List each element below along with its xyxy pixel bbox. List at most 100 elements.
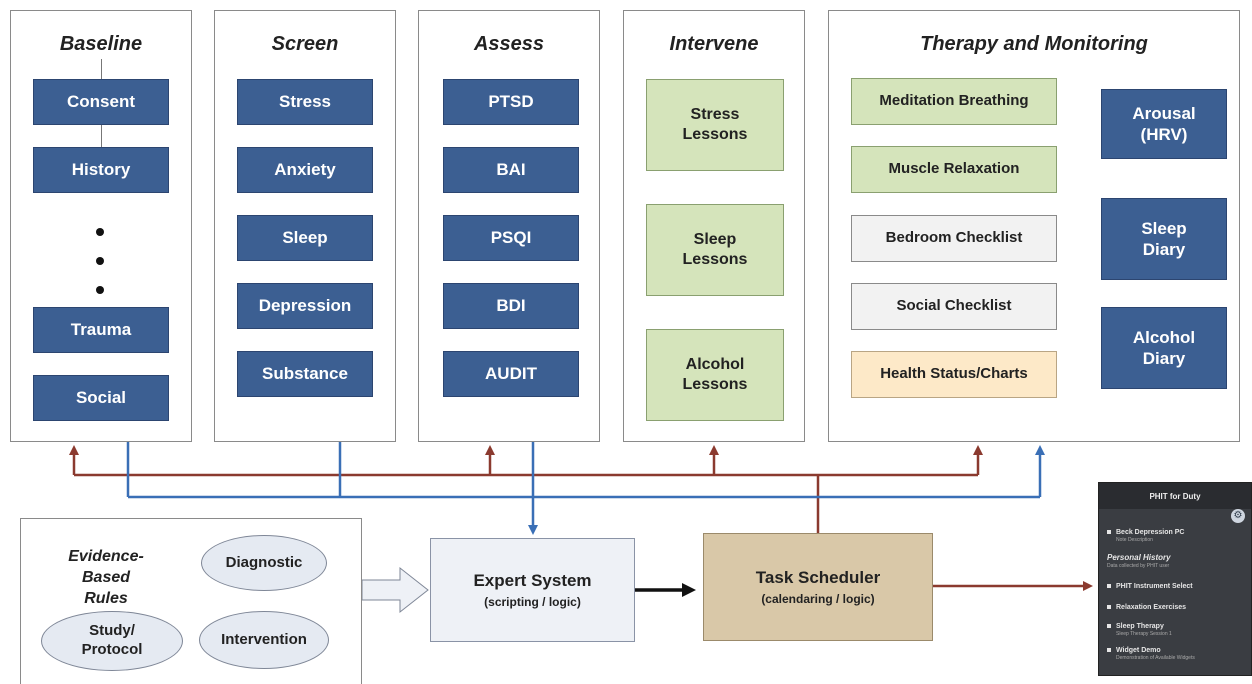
baseline-item-label: History bbox=[71, 160, 131, 180]
expert-system-title: Expert System bbox=[473, 571, 592, 590]
phone-item-sub: Sleep Therapy Session 1 bbox=[1116, 631, 1172, 637]
phone-header: PHIT for Duty bbox=[1099, 483, 1251, 509]
bullet-icon bbox=[1107, 530, 1111, 535]
therapy-item-alcohol-diary[interactable]: Alcohol Diary bbox=[1101, 307, 1227, 389]
task-scheduler-box[interactable]: Task Scheduler (calendaring / logic) bbox=[703, 533, 933, 641]
baseline-item-social[interactable]: Social bbox=[33, 375, 169, 421]
ellipse-study-protocol[interactable]: Study/ Protocol bbox=[41, 611, 183, 671]
baseline-item-history[interactable]: History bbox=[33, 147, 169, 193]
ellipse-label: Intervention bbox=[221, 630, 307, 648]
baseline-item-consent[interactable]: Consent bbox=[33, 79, 169, 125]
phone-item-sub: Data collected by PHIT user bbox=[1107, 563, 1170, 569]
phone-item-main: Personal History bbox=[1107, 553, 1171, 562]
baseline-item-label: Trauma bbox=[70, 320, 132, 340]
therapy-item-label: Sleep Diary bbox=[1141, 218, 1187, 259]
gear-icon[interactable]: ⚙ bbox=[1231, 509, 1245, 523]
assess-item-audit[interactable]: AUDIT bbox=[443, 351, 579, 397]
ellipse-diagnostic[interactable]: Diagnostic bbox=[201, 535, 327, 591]
intervene-item-alcohol-lessons[interactable]: Alcohol Lessons bbox=[646, 329, 784, 421]
baseline-item-trauma[interactable]: Trauma bbox=[33, 307, 169, 353]
therapy-item-label: Social Checklist bbox=[896, 297, 1012, 315]
screen-item-stress[interactable]: Stress bbox=[237, 79, 373, 125]
intervene-panel: Intervene Stress Lessons Sleep Lessons A… bbox=[623, 10, 805, 442]
phone-list-item[interactable]: PHIT Instrument Select bbox=[1107, 583, 1245, 590]
therapy-item-label: Bedroom Checklist bbox=[885, 229, 1023, 247]
therapy-item-label: Meditation Breathing bbox=[879, 92, 1029, 110]
screen-item-depression[interactable]: Depression bbox=[237, 283, 373, 329]
phone-item-main: Relaxation Exercises bbox=[1116, 604, 1187, 611]
screen-item-label: Anxiety bbox=[274, 160, 336, 180]
phone-list-item[interactable]: Beck Depression PC Note Description bbox=[1107, 529, 1245, 543]
screen-item-substance[interactable]: Substance bbox=[237, 351, 373, 397]
assess-item-psqi[interactable]: PSQI bbox=[443, 215, 579, 261]
therapy-item-muscle-relaxation[interactable]: Muscle Relaxation bbox=[851, 146, 1057, 193]
phone-item-sub: Note Description bbox=[1116, 537, 1153, 543]
baseline-title: Baseline bbox=[59, 33, 143, 55]
ellipsis-dot bbox=[96, 286, 104, 294]
therapy-item-label: Health Status/Charts bbox=[880, 365, 1028, 383]
assess-item-label: AUDIT bbox=[485, 364, 537, 384]
assess-item-label: BDI bbox=[496, 296, 526, 316]
evidence-rules-panel: Evidence- Based Rules Diagnostic Study/ … bbox=[20, 518, 362, 684]
intervene-item-stress-lessons[interactable]: Stress Lessons bbox=[646, 79, 784, 171]
bullet-icon bbox=[1107, 648, 1111, 653]
ellipse-intervention[interactable]: Intervention bbox=[199, 611, 329, 669]
baseline-item-label: Consent bbox=[67, 92, 135, 112]
therapy-item-sleep-diary[interactable]: Sleep Diary bbox=[1101, 198, 1227, 280]
ellipse-label: Diagnostic bbox=[225, 553, 303, 571]
therapy-item-label: Alcohol Diary bbox=[1132, 327, 1196, 368]
baseline-item-label: Social bbox=[75, 388, 127, 408]
screen-item-label: Substance bbox=[262, 364, 348, 384]
therapy-item-social-checklist[interactable]: Social Checklist bbox=[851, 283, 1057, 330]
ellipse-label: Study/ Protocol bbox=[81, 622, 143, 658]
intervene-item-label: Sleep Lessons bbox=[682, 231, 748, 268]
assess-panel: Assess PTSD BAI PSQI BDI AUDIT bbox=[418, 10, 600, 442]
phone-item-main: PHIT Instrument Select bbox=[1116, 583, 1193, 590]
intervene-item-label: Stress Lessons bbox=[682, 106, 748, 143]
evidence-rules-title: Evidence- Based Rules bbox=[68, 548, 144, 607]
therapy-title: Therapy and Monitoring bbox=[920, 33, 1148, 55]
expert-system-box[interactable]: Expert System (scripting / logic) bbox=[430, 538, 635, 642]
bullet-icon bbox=[1107, 624, 1111, 629]
expert-system-subtitle: (scripting / logic) bbox=[484, 595, 581, 609]
therapy-item-arousal-hrv[interactable]: Arousal (HRV) bbox=[1101, 89, 1227, 159]
assess-item-label: PSQI bbox=[490, 228, 532, 248]
phone-list-item[interactable]: Personal History Data collected by PHIT … bbox=[1107, 553, 1245, 569]
assess-item-bdi[interactable]: BDI bbox=[443, 283, 579, 329]
assess-title: Assess bbox=[473, 33, 545, 55]
screen-item-label: Stress bbox=[279, 92, 331, 112]
therapy-item-bedroom-checklist[interactable]: Bedroom Checklist bbox=[851, 215, 1057, 262]
assess-item-label: PTSD bbox=[488, 92, 534, 112]
therapy-item-label: Muscle Relaxation bbox=[888, 160, 1020, 178]
screen-item-sleep[interactable]: Sleep bbox=[237, 215, 373, 261]
scheduler-feedback-bus bbox=[69, 445, 1093, 591]
assess-item-label: BAI bbox=[496, 160, 526, 180]
screen-item-anxiety[interactable]: Anxiety bbox=[237, 147, 373, 193]
bullet-icon bbox=[1107, 584, 1111, 589]
ellipsis-dot bbox=[96, 228, 104, 236]
phone-list-item[interactable]: Widget Demo Demonstration of Available W… bbox=[1107, 647, 1245, 661]
therapy-item-health-status-charts[interactable]: Health Status/Charts bbox=[851, 351, 1057, 398]
screen-item-label: Depression bbox=[258, 296, 352, 316]
intervene-item-sleep-lessons[interactable]: Sleep Lessons bbox=[646, 204, 784, 296]
phone-item-main: Widget Demo bbox=[1116, 647, 1161, 654]
task-scheduler-subtitle: (calendaring / logic) bbox=[761, 592, 875, 606]
phone-item-sub: Demonstration of Available Widgets bbox=[1116, 655, 1195, 661]
phone-item-main: Beck Depression PC bbox=[1116, 529, 1185, 536]
phone-list-item[interactable]: Relaxation Exercises bbox=[1107, 604, 1245, 611]
assess-item-bai[interactable]: BAI bbox=[443, 147, 579, 193]
assess-item-ptsd[interactable]: PTSD bbox=[443, 79, 579, 125]
baseline-panel: Baseline Consent History Trauma Social bbox=[10, 10, 192, 442]
screen-panel: Screen Stress Anxiety Sleep Depression S… bbox=[214, 10, 396, 442]
intervene-item-label: Alcohol Lessons bbox=[682, 356, 748, 393]
bullet-icon bbox=[1107, 605, 1111, 610]
phone-list-item[interactable]: Sleep Therapy Sleep Therapy Session 1 bbox=[1107, 623, 1245, 637]
phone-item-main: Sleep Therapy bbox=[1116, 623, 1164, 630]
intervene-title: Intervene bbox=[669, 33, 759, 55]
screen-title: Screen bbox=[271, 33, 339, 55]
therapy-panel: Therapy and Monitoring Meditation Breath… bbox=[828, 10, 1240, 442]
therapy-item-meditation-breathing[interactable]: Meditation Breathing bbox=[851, 78, 1057, 125]
rules-to-expert-arrow bbox=[361, 566, 429, 614]
screen-item-label: Sleep bbox=[282, 228, 328, 248]
